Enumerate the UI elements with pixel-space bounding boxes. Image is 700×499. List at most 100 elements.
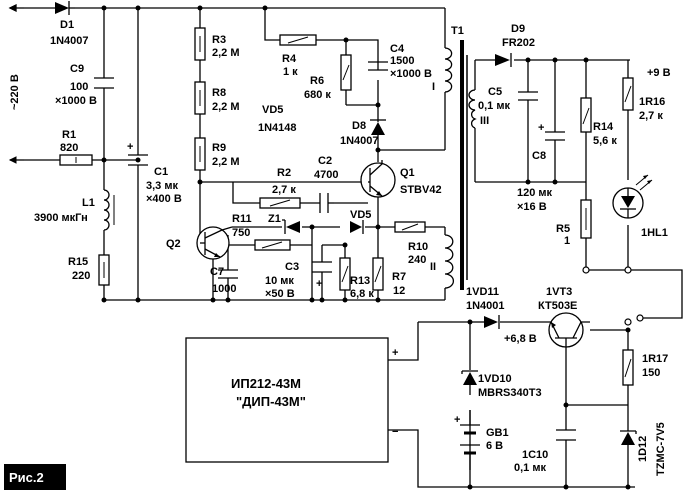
resistor-r2	[259, 197, 301, 209]
svg-text:Q2: Q2	[166, 238, 181, 250]
module-model: "ДИП-43М"	[236, 394, 306, 409]
wires	[10, 7, 683, 488]
svg-text:240: 240	[408, 254, 426, 266]
junction-dots	[101, 5, 631, 490]
module-minus: −	[392, 426, 398, 438]
svg-text:×1000 В: ×1000 В	[390, 68, 432, 80]
svg-text:+: +	[127, 141, 133, 153]
svg-text:10 мк: 10 мк	[265, 275, 294, 287]
capacitor-c8: +	[538, 122, 565, 141]
svg-text:STBV42: STBV42	[400, 184, 442, 196]
svg-text:1500: 1500	[390, 55, 414, 67]
svg-text:FR202: FR202	[502, 37, 535, 49]
capacitor-c5	[518, 91, 538, 101]
capacitor-c9	[94, 77, 114, 89]
svg-text:C4: C4	[390, 43, 405, 55]
svg-text:R10: R10	[408, 241, 428, 253]
svg-text:D9: D9	[511, 23, 525, 35]
resistor-1r16	[622, 77, 634, 111]
terminals	[582, 266, 644, 326]
svg-text:680 к: 680 к	[304, 89, 331, 101]
svg-text:VD5: VD5	[262, 104, 283, 116]
svg-text:1: 1	[564, 235, 570, 247]
capacitor-c3: +	[312, 261, 332, 290]
svg-text:1VD11: 1VD11	[466, 286, 499, 298]
zener-z1	[282, 219, 300, 234]
svg-text:R9: R9	[212, 142, 226, 154]
svg-text:GB1: GB1	[486, 427, 509, 439]
diode-d9	[495, 53, 512, 67]
svg-text:2,2 М: 2,2 М	[212, 47, 240, 59]
svg-text:6 В: 6 В	[486, 440, 503, 452]
svg-text:6,8 к: 6,8 к	[350, 288, 374, 300]
svg-text:1 к: 1 к	[283, 66, 298, 78]
resistor-r9	[194, 137, 206, 171]
svg-text:+: +	[538, 122, 544, 134]
module-labels: ИП212-43М "ДИП-43М" + −	[231, 347, 398, 438]
svg-text:1VT3: 1VT3	[546, 286, 572, 298]
svg-text:R6: R6	[310, 75, 324, 87]
svg-text:1HL1: 1HL1	[641, 227, 668, 239]
capacitor-c1: +	[127, 141, 148, 166]
svg-text:C2: C2	[318, 155, 332, 167]
svg-text:1N4007: 1N4007	[50, 35, 89, 47]
svg-text:L1: L1	[82, 197, 95, 209]
svg-text:×50 В: ×50 В	[265, 288, 295, 300]
capacitor-1c10	[556, 429, 576, 441]
svg-text:C7: C7	[210, 266, 224, 278]
figure-label: Рис.2	[9, 470, 44, 485]
svg-text:I: I	[432, 81, 435, 93]
svg-text:II: II	[430, 261, 436, 273]
svg-text:D8: D8	[352, 120, 366, 132]
svg-text:120 мк: 120 мк	[517, 187, 553, 199]
resistor-r3	[194, 27, 206, 61]
svg-text:C8: C8	[532, 150, 546, 162]
svg-text:1C10: 1C10	[522, 449, 548, 461]
svg-text:R4: R4	[282, 53, 297, 65]
svg-text:R8: R8	[212, 87, 226, 99]
transistor-q2	[196, 226, 233, 260]
svg-text:R14: R14	[593, 121, 614, 133]
resistor-1r17	[622, 349, 634, 386]
svg-text:2,2 М: 2,2 М	[212, 156, 240, 168]
svg-text:+: +	[316, 278, 322, 290]
resistor-r1	[59, 154, 93, 166]
zener-1d12	[620, 425, 637, 445]
resistor-r13	[339, 257, 351, 291]
svg-text:2,7 к: 2,7 к	[272, 184, 296, 196]
resistor-r10	[394, 221, 426, 233]
svg-text:4700: 4700	[314, 169, 338, 181]
svg-text:100: 100	[70, 81, 88, 93]
resistor-r8	[194, 81, 206, 115]
svg-text:+9 В: +9 В	[647, 67, 671, 79]
svg-text:D1: D1	[60, 19, 74, 31]
resistor-r4	[279, 34, 317, 46]
svg-text:750: 750	[232, 227, 250, 239]
figure-badge	[4, 464, 66, 490]
capacitor-c7	[218, 269, 238, 290]
svg-text:MBRS340T3: MBRS340T3	[478, 387, 542, 399]
svg-text:1R16: 1R16	[639, 96, 665, 108]
resistor-r6	[340, 54, 352, 91]
svg-text:3,3 мк: 3,3 мк	[146, 180, 178, 192]
svg-text:C5: C5	[488, 86, 502, 98]
svg-text:2,7 к: 2,7 к	[639, 110, 663, 122]
svg-text:+6,8 В: +6,8 В	[504, 333, 537, 345]
svg-text:III: III	[480, 115, 489, 127]
svg-text:×16 В: ×16 В	[517, 201, 547, 213]
svg-text:C9: C9	[70, 63, 84, 75]
diode-d8	[370, 118, 386, 135]
diode-1vd11	[470, 315, 500, 329]
resistor-r15	[98, 254, 110, 286]
led-1hl1	[612, 174, 653, 219]
svg-text:1N4148: 1N4148	[258, 122, 297, 134]
zener-1vd10	[461, 370, 478, 395]
transistor-1vt3	[545, 312, 590, 348]
svg-text:+: +	[454, 414, 460, 426]
svg-text:1R17: 1R17	[642, 353, 668, 365]
module-name: ИП212-43М	[231, 376, 301, 391]
svg-text:T1: T1	[451, 25, 464, 37]
svg-text:R1: R1	[62, 129, 76, 141]
svg-text:1N4001: 1N4001	[466, 300, 505, 312]
